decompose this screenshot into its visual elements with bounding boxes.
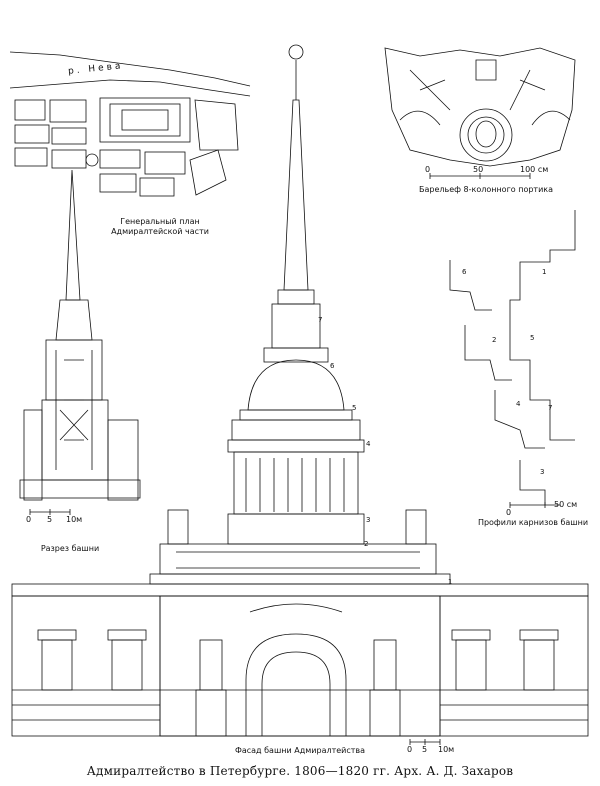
general-plan-drawing	[9, 51, 251, 197]
tower-mark-1: 1	[448, 578, 453, 586]
tower-mark-3: 3	[366, 516, 371, 524]
profile-number-5: 5	[530, 334, 535, 342]
facade-title: Фасад башни Адмиралтейства	[234, 746, 366, 755]
section-scale-5: 5	[47, 515, 53, 524]
tower-mark-5: 5	[352, 404, 357, 412]
section-scale-0: 0	[26, 515, 32, 524]
plan-title-line1: Генеральный план	[120, 217, 200, 226]
profile-number-6: 6	[462, 268, 467, 276]
tower-mark-6: 6	[330, 362, 335, 370]
profiles-scale-0: 0	[506, 508, 512, 517]
profile-number-2: 2	[492, 336, 497, 344]
tower-section-drawing	[19, 169, 141, 515]
relief-scale-100: 100 см	[520, 165, 549, 174]
profile-number-1: 1	[542, 268, 547, 276]
cornice-profiles-drawing	[449, 210, 576, 508]
relief-scale-50: 50	[473, 165, 484, 174]
tower-mark-7: 7	[318, 316, 323, 324]
profile-number-4: 4	[516, 400, 521, 408]
relief-drawing	[384, 47, 576, 179]
profile-number-7: 7	[548, 404, 553, 412]
relief-title: Барельеф 8-колонного портика	[418, 185, 554, 194]
facade-scale-0: 0	[407, 745, 413, 754]
tower-mark-2: 2	[364, 540, 369, 548]
profiles-title: Профили карнизов башни	[477, 518, 589, 527]
tower-mark-4: 4	[366, 440, 371, 448]
section-scale-10: 10м	[66, 515, 83, 524]
profile-number-3: 3	[540, 468, 545, 476]
facade-scale-5: 5	[422, 745, 428, 754]
facade-scale-10: 10м	[438, 745, 455, 754]
relief-scale-0: 0	[425, 165, 431, 174]
plan-title-line2: Адмиралтейской части	[111, 227, 209, 236]
section-title: Разрез башни	[40, 544, 100, 553]
profiles-scale-50: 50 см	[554, 500, 578, 509]
sheet-caption: Адмиралтейство в Петербурге. 1806—1820 г…	[86, 764, 514, 778]
admiralty-facade-drawing	[11, 509, 589, 745]
tower-facade-drawing	[227, 44, 365, 545]
